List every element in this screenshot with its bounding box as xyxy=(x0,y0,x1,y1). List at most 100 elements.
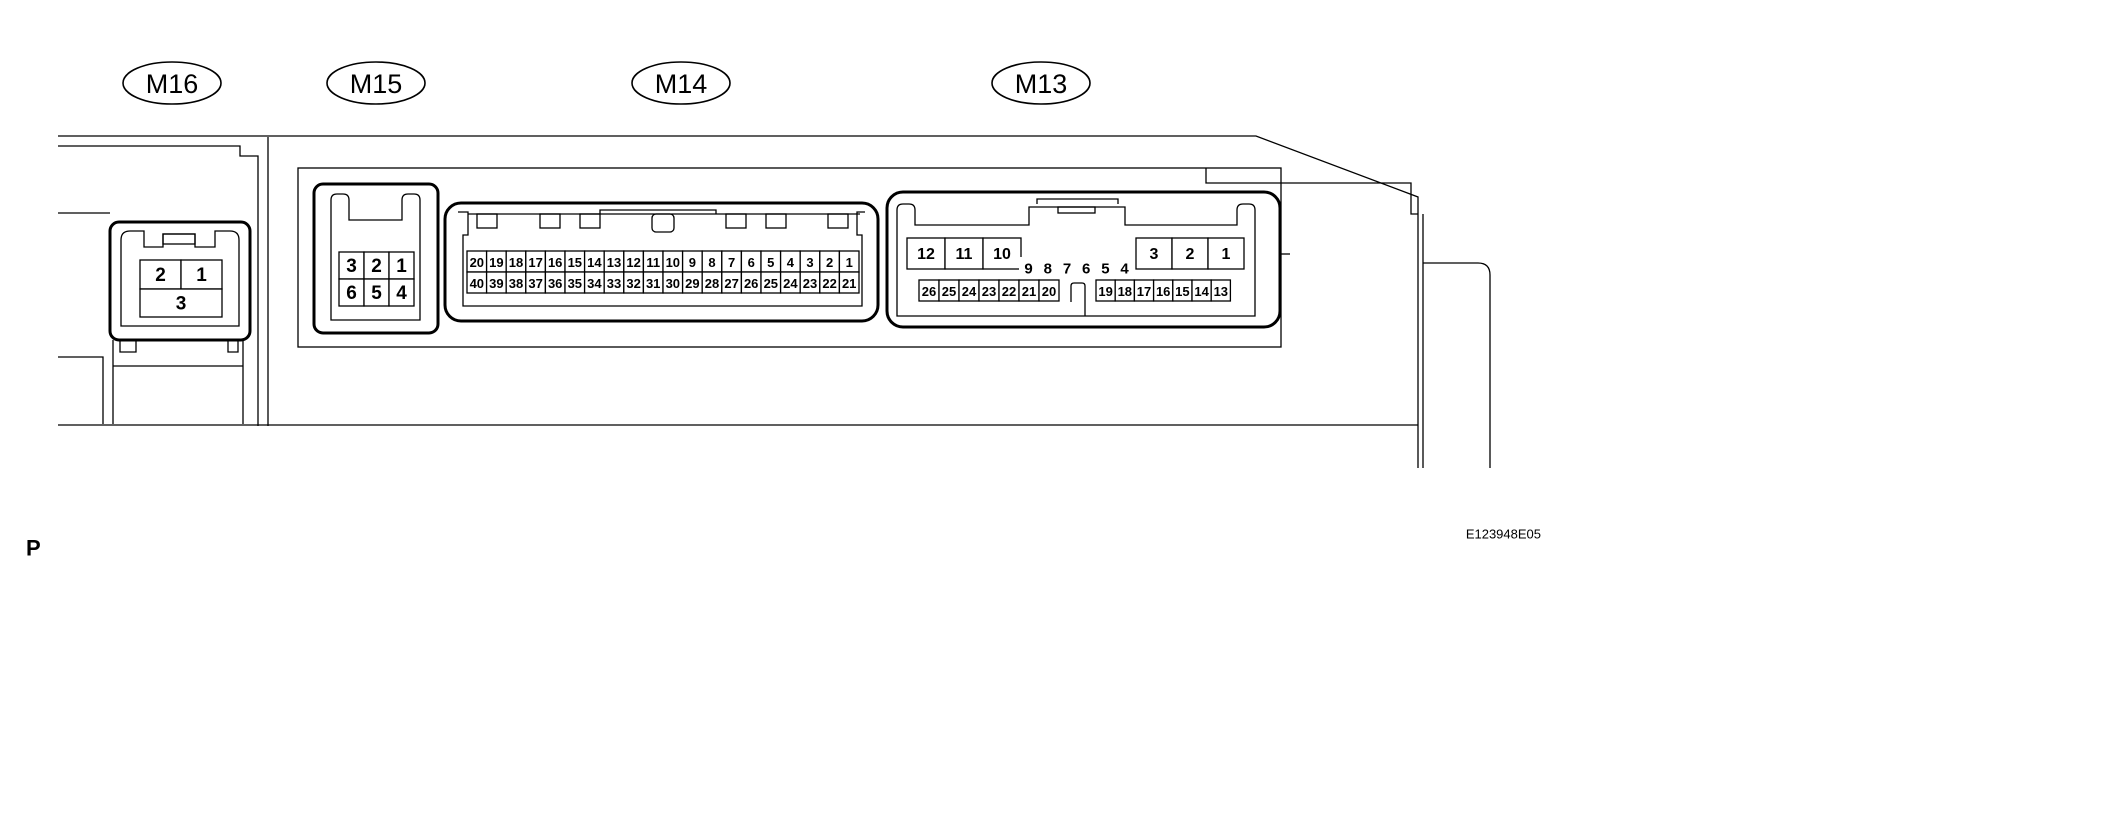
m13-pin-15: 15 xyxy=(1175,284,1189,299)
m14-pin-5: 5 xyxy=(767,255,774,270)
m14-pin-23: 23 xyxy=(803,276,817,291)
m15-pin-cell xyxy=(388,278,415,307)
m14-pin-27: 27 xyxy=(724,276,738,291)
m14-pin-24: 24 xyxy=(783,276,798,291)
m14-pin-34: 34 xyxy=(587,276,602,291)
m13-pin-9: 9 xyxy=(1024,261,1032,278)
m13-pin-12: 12 xyxy=(917,246,935,263)
m13-pin-6: 6 xyxy=(1082,261,1090,278)
m13-pin-13: 13 xyxy=(1214,284,1228,299)
figure-code: E123948E05 xyxy=(1466,527,1541,542)
m14-pin-32: 32 xyxy=(626,276,640,291)
label-m16: M16 xyxy=(122,61,222,105)
m14-keys xyxy=(476,209,849,233)
m15-pin-cell xyxy=(388,251,415,280)
m13-pin-cell xyxy=(1057,257,1077,279)
m14-pin-29: 29 xyxy=(685,276,699,291)
m16-pin-3: 3 xyxy=(176,294,187,315)
m14-pin-1: 1 xyxy=(846,255,853,270)
m13-pin-cell xyxy=(1210,279,1232,302)
m13-pin-cell xyxy=(1038,279,1060,302)
m13-pin-16: 16 xyxy=(1156,284,1170,299)
m15-pin-3: 3 xyxy=(346,256,357,277)
m13-pin-cell xyxy=(1115,257,1135,279)
m13-pin-cell xyxy=(944,237,984,270)
label-m15-text: M15 xyxy=(350,69,403,99)
m15-pin-2: 2 xyxy=(371,256,382,277)
m13-pin-20: 20 xyxy=(1042,284,1056,299)
label-m15: M15 xyxy=(326,61,426,105)
label-m13-text: M13 xyxy=(1015,69,1068,99)
m13-pin-22: 22 xyxy=(1002,284,1016,299)
m16-pin-2: 2 xyxy=(155,265,166,286)
m14-pin-17: 17 xyxy=(528,255,542,270)
m14-pin-31: 31 xyxy=(646,276,660,291)
m13-pin-10: 10 xyxy=(993,246,1011,263)
m14-pin-9: 9 xyxy=(689,255,696,270)
m14-pin-39: 39 xyxy=(489,276,503,291)
m14-pin-20: 20 xyxy=(470,255,484,270)
m13-pin-14: 14 xyxy=(1194,284,1209,299)
m14-pin-19: 19 xyxy=(489,255,503,270)
m14-pin-13: 13 xyxy=(607,255,621,270)
ecu-housing xyxy=(58,135,1491,468)
m13-pin-18: 18 xyxy=(1118,284,1132,299)
m14-pin-6: 6 xyxy=(748,255,755,270)
m16-pin-cell xyxy=(139,288,223,318)
m13-pin-cell xyxy=(982,237,1022,270)
m14-pin-37: 37 xyxy=(528,276,542,291)
m14-pin-16: 16 xyxy=(548,255,562,270)
m15-pin-6: 6 xyxy=(346,283,357,304)
m13-pin-cell xyxy=(1095,257,1115,279)
m14-pin-18: 18 xyxy=(509,255,523,270)
m14-pin-15: 15 xyxy=(568,255,582,270)
m15-pin-4: 4 xyxy=(396,283,407,304)
m15-pin-1: 1 xyxy=(396,256,407,277)
m16-pin-cell xyxy=(180,259,223,290)
m13-pin-2: 2 xyxy=(1186,246,1195,263)
m13-pin-21: 21 xyxy=(1022,284,1036,299)
m13-pin-cell xyxy=(906,237,946,270)
m14-pin-21: 21 xyxy=(842,276,856,291)
m14-pin-30: 30 xyxy=(666,276,680,291)
label-m13: M13 xyxy=(991,61,1091,105)
m13-pin-cell xyxy=(1038,257,1058,279)
m14-pin-10: 10 xyxy=(666,255,680,270)
m14-pin-4: 4 xyxy=(787,255,795,270)
m14-pin-40: 40 xyxy=(470,276,484,291)
m13-pin-cell xyxy=(1135,237,1173,270)
m13-pin-7: 7 xyxy=(1063,261,1071,278)
m14-pin-38: 38 xyxy=(509,276,523,291)
m13-pin-cell xyxy=(1207,237,1245,270)
m13-pin-cell xyxy=(1171,237,1209,270)
m14-pin-12: 12 xyxy=(626,255,640,270)
m13-pin-24: 24 xyxy=(962,284,977,299)
m14-pin-3: 3 xyxy=(806,255,813,270)
m14-pin-35: 35 xyxy=(568,276,582,291)
m13-pin-8: 8 xyxy=(1044,261,1052,278)
m14-pin-14: 14 xyxy=(587,255,602,270)
m14-pin-28: 28 xyxy=(705,276,719,291)
m13-pin-cell xyxy=(1076,257,1096,279)
label-m14: M14 xyxy=(631,61,731,105)
m13-pin-23: 23 xyxy=(982,284,996,299)
m15-pin-5: 5 xyxy=(371,283,382,304)
m15-pin-cell xyxy=(338,251,365,280)
m14-pin-11: 11 xyxy=(646,255,660,270)
m13-pin-5: 5 xyxy=(1101,261,1109,278)
m14-pin-25: 25 xyxy=(764,276,778,291)
m13-pin-17: 17 xyxy=(1137,284,1151,299)
m14-pin-33: 33 xyxy=(607,276,621,291)
m13-pin-25: 25 xyxy=(942,284,956,299)
m13-pin-1: 1 xyxy=(1222,246,1231,263)
m13-pin-11: 11 xyxy=(956,246,973,263)
